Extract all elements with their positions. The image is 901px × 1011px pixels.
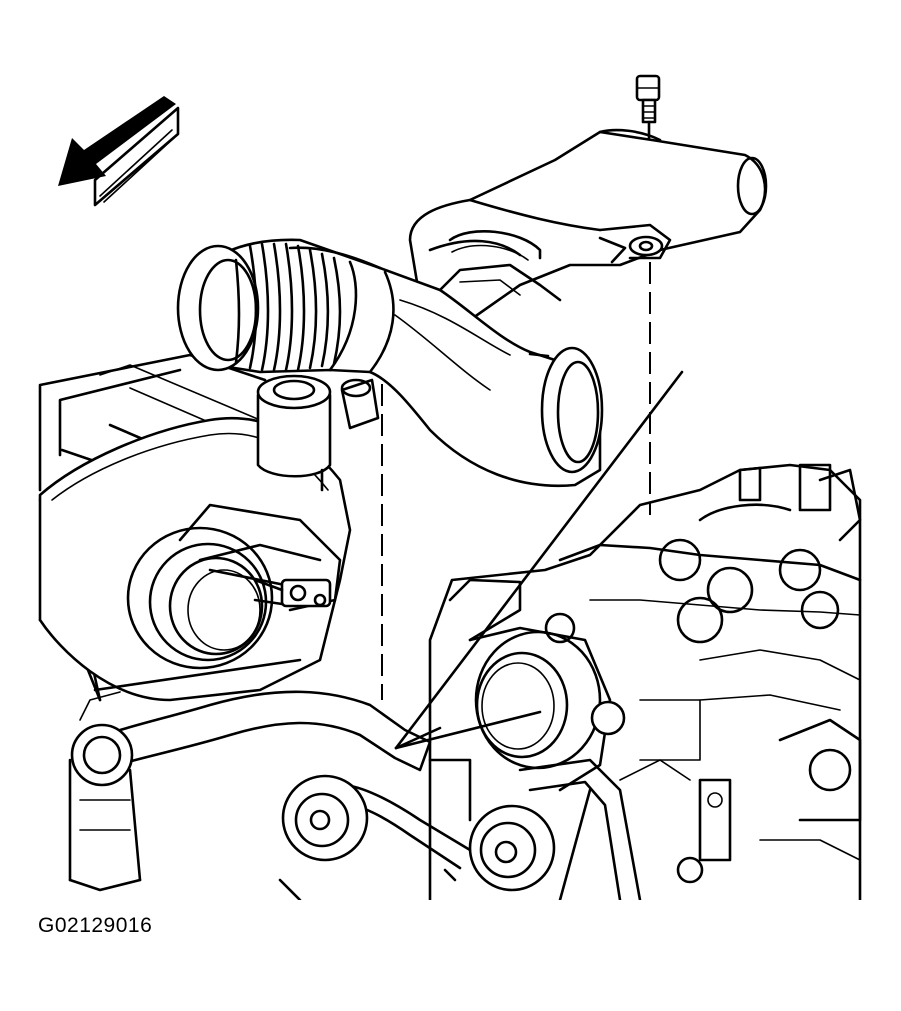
radiator-outlet xyxy=(68,723,142,892)
direction-arrow-icon xyxy=(58,96,180,207)
duct-bellows xyxy=(248,242,342,372)
idler-pulley xyxy=(281,774,369,862)
engine-air-intake-illustration xyxy=(38,74,862,900)
throttle-body xyxy=(448,578,626,792)
duct-inlet-coupler xyxy=(176,244,260,372)
pcv-fitting xyxy=(340,378,380,430)
bolt-icon xyxy=(635,74,661,234)
resonator xyxy=(408,128,768,322)
mass-airflow-sensor xyxy=(256,374,332,492)
tensioner-pulley xyxy=(468,804,556,892)
figure-id-caption: G02129016 xyxy=(38,914,153,937)
engine-block xyxy=(428,463,862,900)
callout-pointer xyxy=(394,370,684,750)
hose-clamp xyxy=(253,578,332,608)
duct-outlet-coupler xyxy=(528,346,604,474)
